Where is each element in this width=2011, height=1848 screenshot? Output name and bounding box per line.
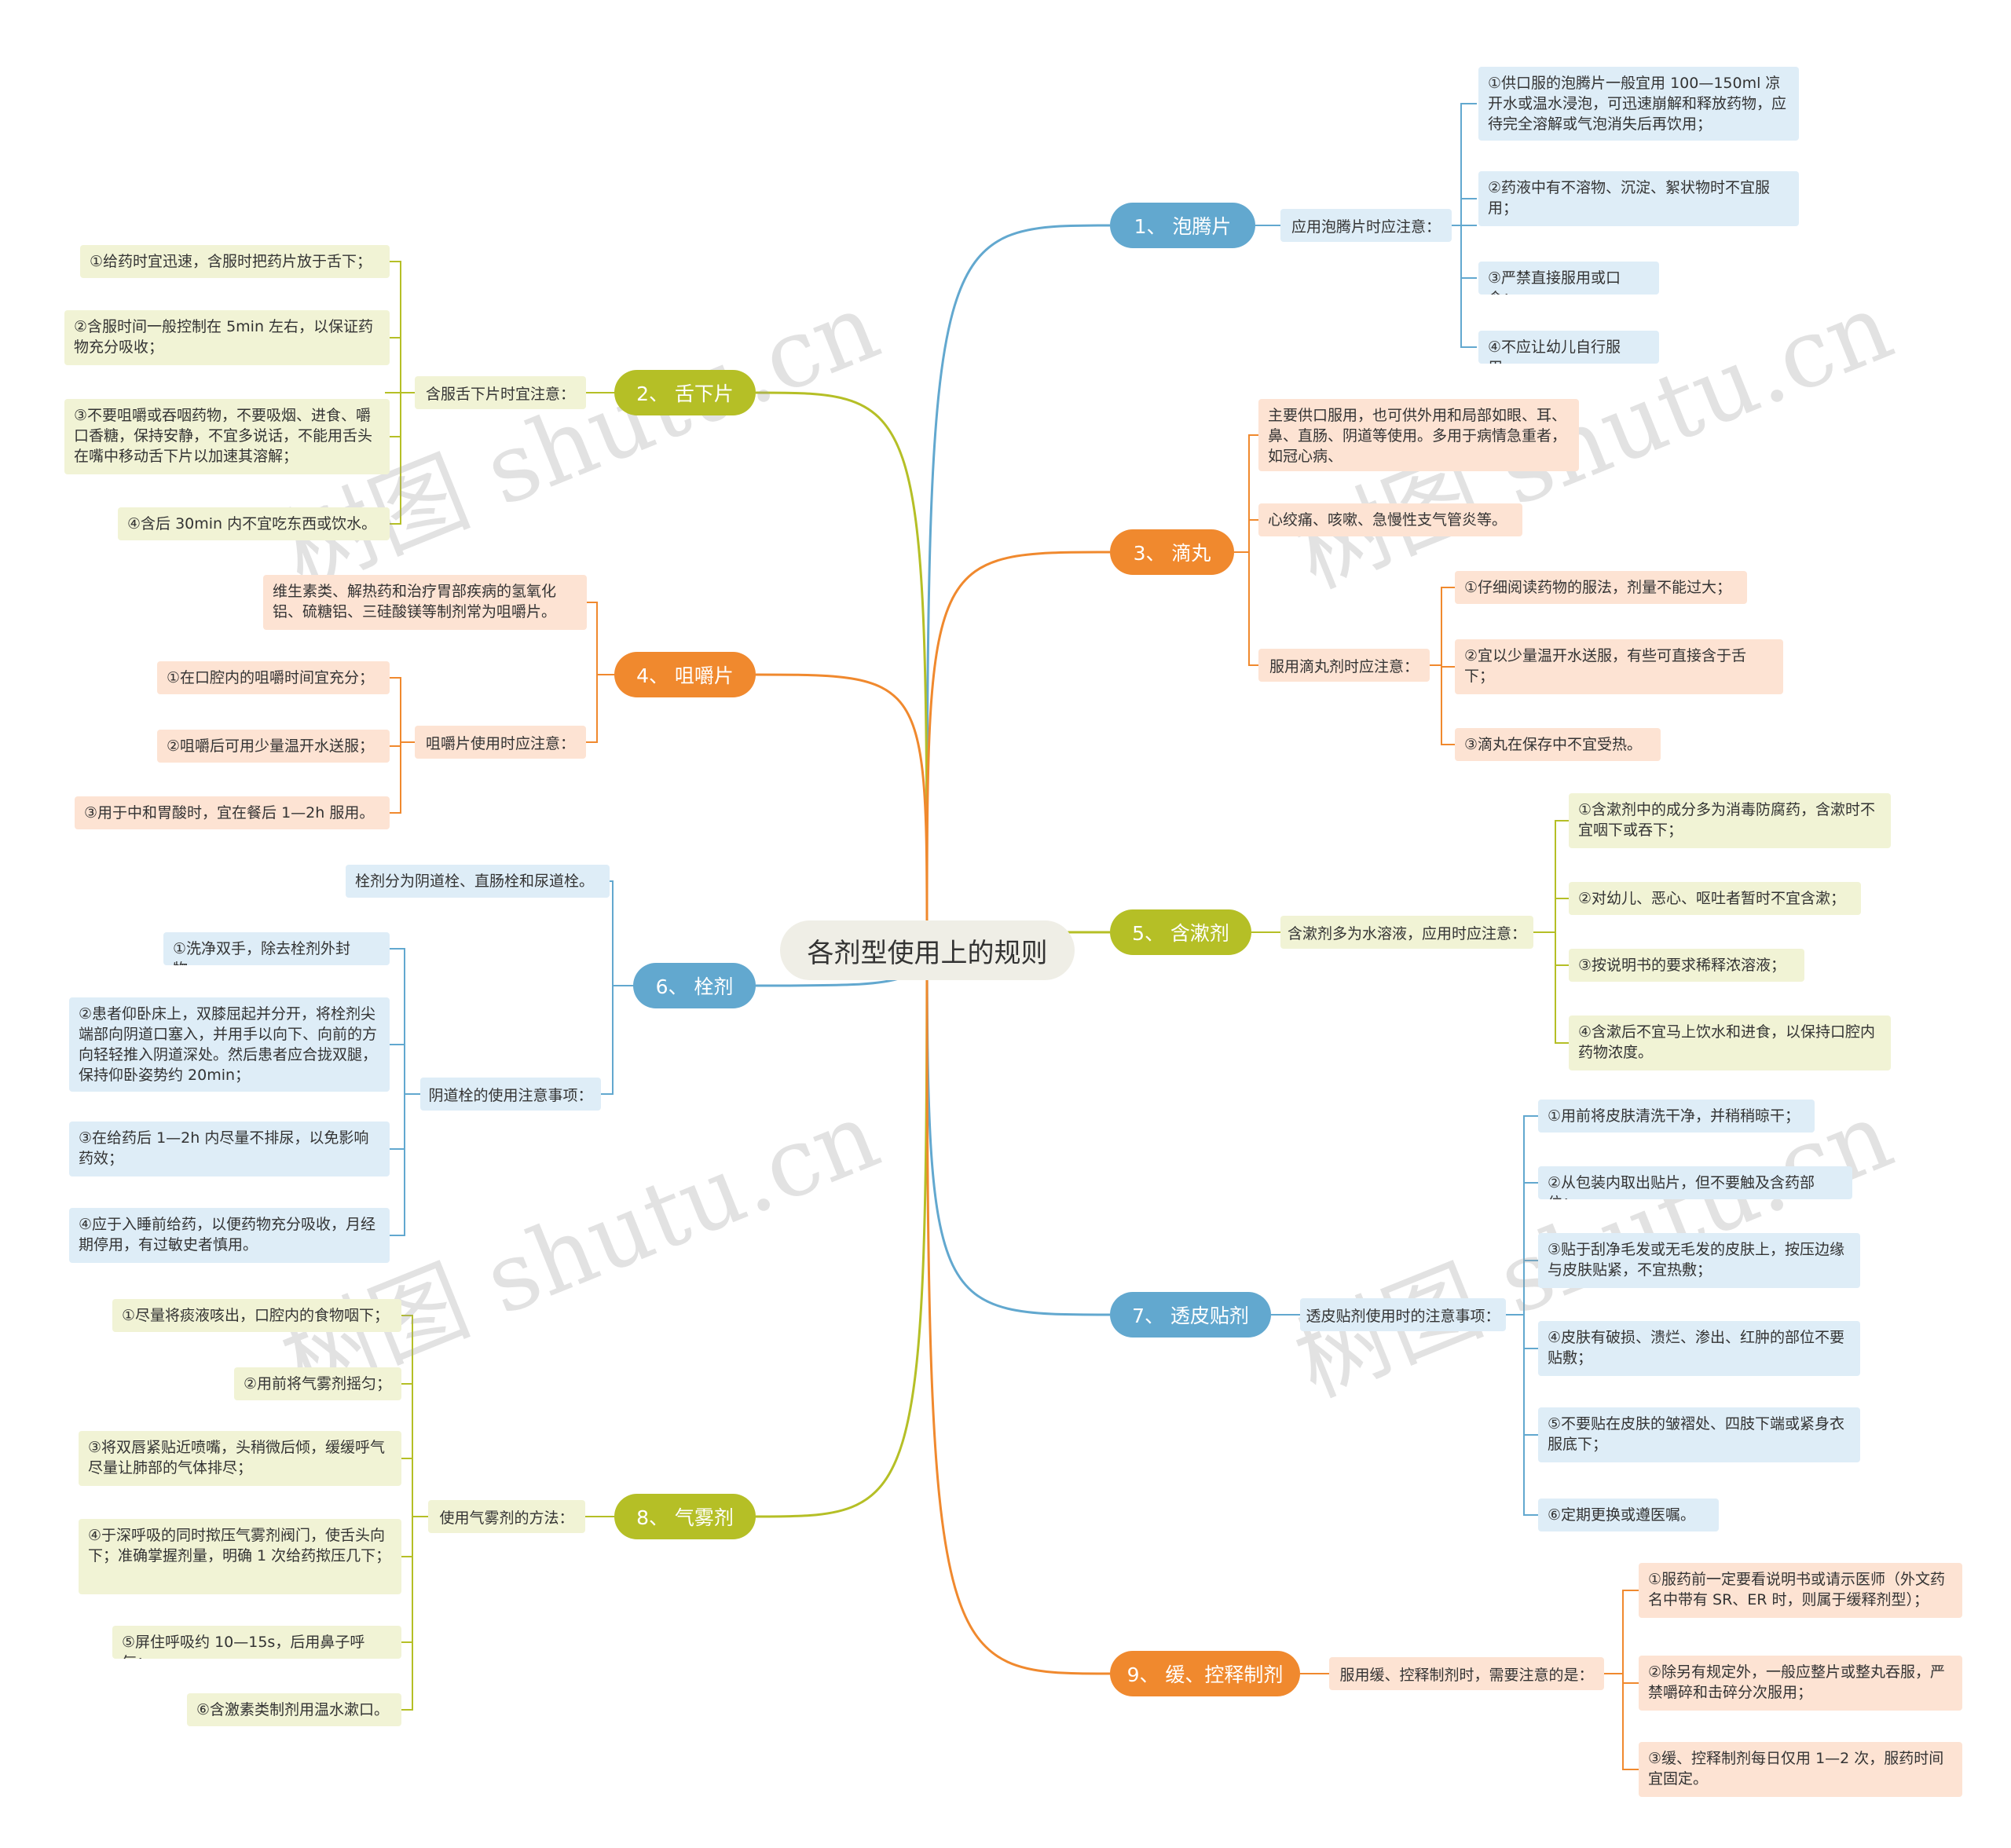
branch-effervescent-tablet[interactable]: 1、 泡腾片 — [1110, 203, 1255, 248]
leaf-aerosol-1[interactable]: ①尽量将痰液咳出，口腔内的食物咽下； — [112, 1299, 401, 1332]
bracket-15-0 — [1604, 1590, 1639, 1674]
leaf-dripping-pill-3[interactable]: ③滴丸在保存中不宜受热。 — [1455, 728, 1661, 761]
direct-dripping-pill-indications[interactable]: 心绞痛、咳嗽、急慢性支气管炎等。 — [1258, 503, 1522, 536]
branch-transdermal-patch[interactable]: 7、 透皮贴剂 — [1110, 1292, 1271, 1338]
root-link-9 — [925, 918, 1111, 1675]
branch-chewable-tablet[interactable]: 4、 咀嚼片 — [614, 652, 756, 697]
direct-dripping-pill-usage[interactable]: 主要供口服用，也可供外用和局部如眼、耳、鼻、直肠、阴道等使用。多用于病情急重者，… — [1258, 399, 1579, 471]
bracket-15-1 — [1604, 1673, 1639, 1684]
sub-chewable-notes[interactable]: 咀嚼片使用时应注意： — [415, 726, 586, 759]
leaf-transdermal-1[interactable]: ①用前将皮肤清洗干净，并稍稍晾干； — [1538, 1100, 1815, 1133]
leaf-gargle-4[interactable]: ④含漱后不宜马上饮水和进食，以保持口腔内药物浓度。 — [1569, 1015, 1891, 1070]
root-link-3 — [925, 551, 1111, 920]
leaf-sustained-release-2[interactable]: ②除另有规定外，一般应整片或整丸吞服，严禁嚼碎和击碎分次服用； — [1639, 1656, 1962, 1711]
branch-sustained-release[interactable]: 9、 缓、控释制剂 — [1110, 1651, 1300, 1696]
sub-effervescent-notes[interactable]: 应用泡腾片时应注意： — [1280, 209, 1452, 242]
sub-aerosol-method[interactable]: 使用气雾剂的方法： — [428, 1500, 585, 1533]
leaf-transdermal-6[interactable]: ⑥定期更换或遵医嘱。 — [1538, 1499, 1719, 1531]
bracket-15-2 — [1604, 1673, 1639, 1770]
bracket-9-0 — [389, 948, 601, 1095]
leaf-transdermal-2[interactable]: ②从包装内取出贴片，但不要触及含药部位； — [1538, 1166, 1852, 1199]
direct-suppository-types[interactable]: 栓剂分为阴道栓、直肠栓和尿道栓。 — [346, 865, 610, 898]
root-link-4 — [755, 673, 929, 920]
leaf-suppository-4[interactable]: ④应于入睡前给药，以便药物充分吸收，月经期停用，有过敏史者慎用。 — [69, 1208, 390, 1263]
leaf-aerosol-2[interactable]: ②用前将气雾剂摇匀； — [234, 1367, 401, 1400]
branch-dripping-pill[interactable]: 3、 滴丸 — [1110, 529, 1234, 575]
leaf-effervescent-1[interactable]: ①供口服的泡腾片一般宜用 100—150ml 凉开水或温水浸泡，可迅速崩解和释放… — [1478, 67, 1799, 141]
branch-aerosol[interactable]: 8、 气雾剂 — [614, 1494, 756, 1539]
leaf-dripping-pill-1[interactable]: ①仔细阅读药物的服法，剂量不能过大； — [1455, 571, 1747, 604]
bracket-7-2 — [1533, 931, 1571, 966]
leaf-effervescent-3[interactable]: ③严禁直接服用或口含； — [1478, 262, 1659, 295]
leaf-sustained-release-3[interactable]: ③缓、控释制剂每日仅用 1—2 次，服药时间宜固定。 — [1639, 1742, 1962, 1797]
bracket-2-2 — [1234, 551, 1265, 666]
branch-gargle[interactable]: 5、 含漱剂 — [1110, 909, 1251, 955]
root-node[interactable]: 各剂型使用上的规则 — [780, 920, 1075, 980]
bracket-7-1 — [1533, 898, 1571, 933]
leaf-suppository-1[interactable]: ①洗净双手，除去栓剂外封物。 — [163, 932, 390, 965]
bracket-7-3 — [1533, 931, 1571, 1044]
sub-transdermal-notes[interactable]: 透皮贴剂使用时的注意事项： — [1300, 1298, 1506, 1331]
leaf-aerosol-5[interactable]: ⑤屏住呼吸约 10—15s，后用鼻子呼气； — [112, 1626, 401, 1659]
leaf-sublingual-4[interactable]: ④含后 30min 内不宜吃东西或饮水。 — [118, 507, 390, 540]
leaf-transdermal-4[interactable]: ④皮肤有破损、溃烂、渗出、红肿的部位不要贴敷； — [1538, 1321, 1860, 1376]
leaf-sublingual-3[interactable]: ③不要咀嚼或吞咽药物，不要吸烟、进食、嚼口香糖，保持安静，不宜多说话，不能用舌头… — [64, 399, 390, 474]
bracket-7-0 — [1533, 820, 1571, 933]
sub-sublingual-notes[interactable]: 含服舌下片时宜注意： — [415, 376, 586, 409]
root-link-2 — [755, 391, 929, 920]
bracket-11-5 — [1506, 1314, 1540, 1516]
root-link-8 — [755, 918, 929, 1518]
leaf-chewable-2[interactable]: ②咀嚼后可用少量温开水送服； — [157, 730, 390, 763]
leaf-aerosol-3[interactable]: ③将双唇紧贴近喷嘴，头稍微后倾，缓缓呼气尽量让肺部的气体排尽； — [79, 1431, 401, 1486]
direct-chewable-examples[interactable]: 维生素类、解热药和治疗胃部疾病的氢氧化铝、硫糖铝、三硅酸镁等制剂常为咀嚼片。 — [263, 575, 587, 630]
bracket-0-0 — [1255, 103, 1477, 226]
leaf-effervescent-4[interactable]: ④不应让幼儿自行服用。 — [1478, 331, 1659, 364]
sub-sustained-release-notes[interactable]: 服用缓、控释制剂时，需要注意的是： — [1329, 1657, 1604, 1690]
root-link-1 — [925, 224, 1111, 920]
leaf-sustained-release-1[interactable]: ①服药前一定要看说明书或请示医师（外文药名中带有 SR、ER 时，则属于缓释剂型… — [1639, 1563, 1962, 1618]
bracket-13-5 — [397, 1516, 428, 1711]
sub-dripping-pill-notes[interactable]: 服用滴丸剂时应注意： — [1258, 649, 1430, 682]
leaf-gargle-3[interactable]: ③按说明书的要求稀释浓溶液； — [1569, 949, 1804, 982]
leaf-sublingual-2[interactable]: ②含服时间一般控制在 5min 左右，以保证药物充分吸收； — [64, 310, 390, 365]
bracket-3-2 — [1430, 664, 1457, 745]
leaf-transdermal-5[interactable]: ⑤不要贴在皮肤的皱褶处、四肢下端或紧身衣服底下； — [1538, 1407, 1860, 1462]
leaf-gargle-2[interactable]: ②对幼儿、恶心、呕吐者暂时不宜含漱； — [1569, 882, 1861, 915]
sub-suppository-notes[interactable]: 阴道栓的使用注意事项： — [420, 1078, 601, 1111]
leaf-chewable-3[interactable]: ③用于中和胃酸时，宜在餐后 1—2h 服用。 — [75, 796, 390, 829]
branch-suppository[interactable]: 6、 栓剂 — [633, 963, 756, 1008]
bracket-13-2 — [397, 1458, 428, 1517]
leaf-aerosol-6[interactable]: ⑥含激素类制剂用温水漱口。 — [187, 1693, 401, 1726]
sub-gargle-notes[interactable]: 含漱剂多为水溶液，应用时应注意： — [1280, 916, 1533, 949]
leaf-transdermal-3[interactable]: ③贴于刮净毛发或无毛发的皮肤上，按压边缘与皮肤贴紧，不宜热敷； — [1538, 1233, 1860, 1288]
leaf-dripping-pill-2[interactable]: ②宜以少量温开水送服，有些可直接含于舌下； — [1455, 639, 1783, 694]
leaf-sublingual-1[interactable]: ①给药时宜迅速，含服时把药片放于舌下； — [80, 245, 390, 278]
leaf-aerosol-4[interactable]: ④于深呼吸的同时揿压气雾剂阀门，使舌头向下；准确掌握剂量，明确 1 次给药揿压几… — [79, 1519, 401, 1594]
leaf-gargle-1[interactable]: ①含漱剂中的成分多为消毒防腐药，含漱时不宜咽下或吞下； — [1569, 793, 1891, 848]
leaf-suppository-3[interactable]: ③在给药后 1—2h 内尽量不排尿，以免影响药效； — [69, 1122, 390, 1176]
leaf-chewable-1[interactable]: ①在口腔内的咀嚼时间宜充分； — [157, 661, 390, 694]
leaf-suppository-2[interactable]: ②患者仰卧床上，双膝屈起并分开，将栓剂尖端部向阴道口塞入，并用手以向下、向前的方… — [69, 997, 390, 1092]
branch-sublingual-tablet[interactable]: 2、 舌下片 — [614, 370, 756, 415]
leaf-effervescent-2[interactable]: ②药液中有不溶物、沉淀、絮状物时不宜服用； — [1478, 171, 1799, 226]
bracket-0-3 — [1255, 225, 1477, 348]
bracket-3-0 — [1430, 587, 1457, 666]
